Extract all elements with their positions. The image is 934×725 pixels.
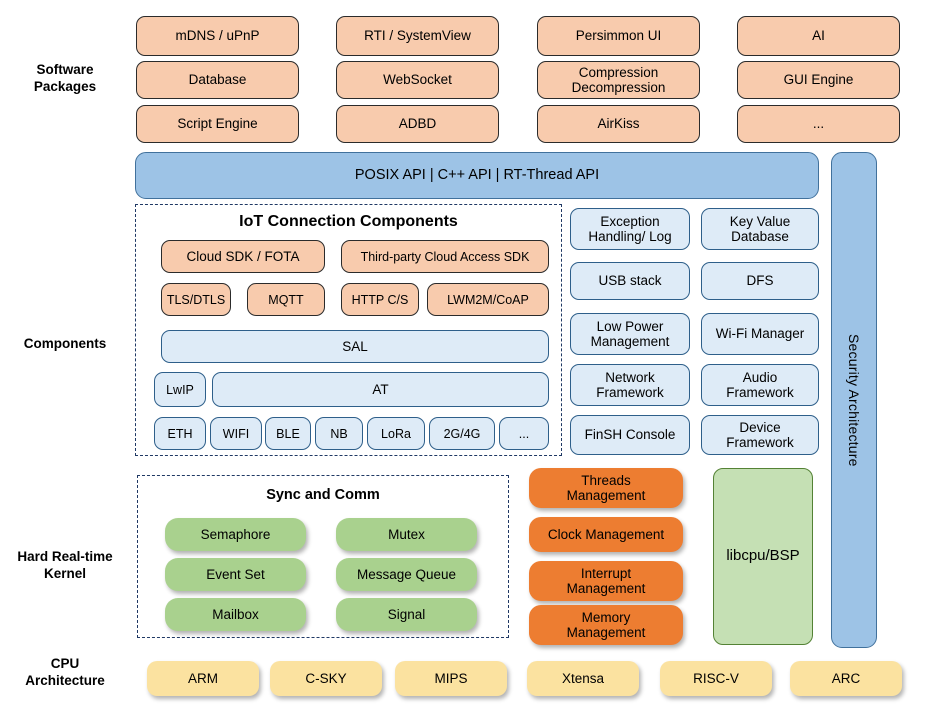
iot-link-box[interactable]: ETH: [154, 417, 206, 450]
iot-link-box[interactable]: WIFI: [210, 417, 262, 450]
cpu-architecture-box[interactable]: MIPS: [395, 661, 507, 696]
iot-protocol-box[interactable]: TLS/DTLS: [161, 283, 231, 316]
iot-protocol-box[interactable]: LWM2M/CoAP: [427, 283, 549, 316]
software-package-box[interactable]: AI: [737, 16, 900, 56]
row-label-components: Components: [23, 336, 107, 351]
component-box[interactable]: Wi-Fi Manager: [701, 313, 819, 355]
iot-link-box[interactable]: 2G/4G: [429, 417, 495, 450]
sync-comm-box[interactable]: Event Set: [165, 558, 306, 591]
cpu-architecture-box[interactable]: RISC-V: [660, 661, 772, 696]
software-package-box[interactable]: Script Engine: [136, 105, 299, 143]
row-label-kernel: Hard Real-time Kernel: [17, 549, 113, 581]
iot-at-box[interactable]: AT: [212, 372, 549, 407]
iot-sdk-box[interactable]: Third-party Cloud Access SDK: [341, 240, 549, 273]
cpu-architecture-box[interactable]: ARC: [790, 661, 902, 696]
iot-group-title: IoT Connection Components: [239, 213, 458, 230]
kernel-management-box[interactable]: Threads Management: [529, 468, 683, 508]
component-box[interactable]: DFS: [701, 262, 819, 300]
software-package-box[interactable]: GUI Engine: [737, 61, 900, 99]
software-package-box[interactable]: mDNS / uPnP: [136, 16, 299, 56]
libcpu-bsp-box[interactable]: libcpu/BSP: [713, 468, 813, 645]
component-box[interactable]: Low Power Management: [570, 313, 690, 355]
component-box[interactable]: Device Framework: [701, 415, 819, 455]
sync-comm-box[interactable]: Signal: [336, 598, 477, 631]
sync-and-comm-title: Sync and Comm: [266, 487, 380, 503]
component-box[interactable]: USB stack: [570, 262, 690, 300]
cpu-architecture-box[interactable]: C-SKY: [270, 661, 382, 696]
kernel-management-box[interactable]: Clock Management: [529, 517, 683, 552]
component-box[interactable]: Audio Framework: [701, 364, 819, 406]
row-label-software-packages: Software Packages: [33, 62, 97, 94]
cpu-architecture-box[interactable]: Xtensa: [527, 661, 639, 696]
sync-comm-box[interactable]: Mutex: [336, 518, 477, 551]
component-box[interactable]: Exception Handling/ Log: [570, 208, 690, 250]
row-label-cpu-architecture: CPU Architecture: [25, 656, 105, 688]
iot-protocol-box[interactable]: HTTP C/S: [341, 283, 419, 316]
iot-link-box[interactable]: NB: [315, 417, 363, 450]
iot-link-box[interactable]: ...: [499, 417, 549, 450]
security-architecture-label: Security Architecture: [846, 333, 862, 467]
kernel-management-box[interactable]: Interrupt Management: [529, 561, 683, 601]
iot-sal-box[interactable]: SAL: [161, 330, 549, 363]
software-package-box[interactable]: Persimmon UI: [537, 16, 700, 56]
software-package-box[interactable]: AirKiss: [537, 105, 700, 143]
api-bar[interactable]: POSIX API | C++ API | RT-Thread API: [135, 152, 819, 199]
sync-and-comm-group: [137, 475, 509, 638]
iot-link-box[interactable]: LoRa: [367, 417, 425, 450]
iot-connection-components-group: [135, 204, 562, 456]
sync-comm-box[interactable]: Semaphore: [165, 518, 306, 551]
component-box[interactable]: Network Framework: [570, 364, 690, 406]
component-box[interactable]: Key Value Database: [701, 208, 819, 250]
iot-lwip-box[interactable]: LwIP: [154, 372, 206, 407]
component-box[interactable]: FinSH Console: [570, 415, 690, 455]
software-package-box[interactable]: ...: [737, 105, 900, 143]
software-package-box[interactable]: Compression Decompression: [537, 61, 700, 99]
iot-link-box[interactable]: BLE: [265, 417, 311, 450]
kernel-management-box[interactable]: Memory Management: [529, 605, 683, 645]
software-package-box[interactable]: ADBD: [336, 105, 499, 143]
software-package-box[interactable]: Database: [136, 61, 299, 99]
sync-comm-box[interactable]: Mailbox: [165, 598, 306, 631]
software-package-box[interactable]: WebSocket: [336, 61, 499, 99]
security-architecture-bar[interactable]: Security Architecture: [831, 152, 877, 648]
iot-sdk-box[interactable]: Cloud SDK / FOTA: [161, 240, 325, 273]
sync-comm-box[interactable]: Message Queue: [336, 558, 477, 591]
software-package-box[interactable]: RTI / SystemView: [336, 16, 499, 56]
iot-protocol-box[interactable]: MQTT: [247, 283, 325, 316]
cpu-architecture-box[interactable]: ARM: [147, 661, 259, 696]
